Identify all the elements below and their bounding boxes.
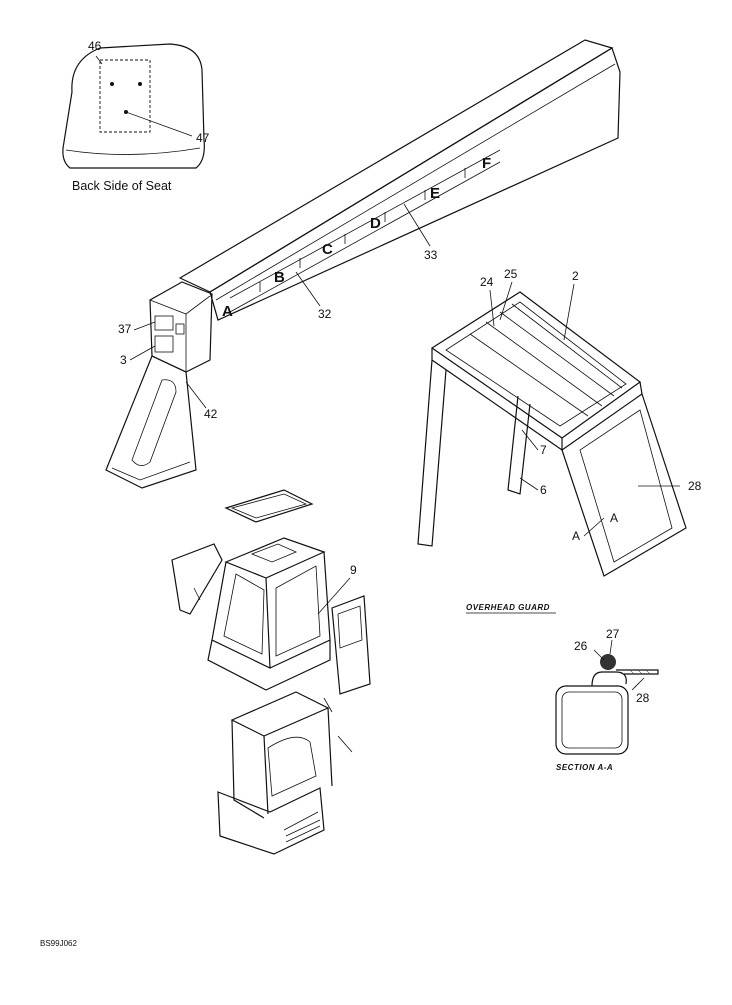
seat-caption: Back Side of Seat: [72, 179, 172, 193]
seat-back: [62, 43, 205, 169]
seat-panel: [99, 59, 151, 133]
boom-assembly: A B C D E F: [105, 39, 621, 489]
cab-assembly: [171, 537, 371, 855]
section-a-a: [555, 639, 659, 755]
seal-27: [600, 654, 616, 670]
decal-37: [154, 315, 174, 331]
guard-window: [579, 409, 673, 563]
callout-32: 32: [318, 307, 332, 321]
drawing-code: BS99J062: [40, 939, 77, 948]
boom-letter-d: D: [370, 215, 381, 232]
overhead-guard-caption: OVERHEAD GUARD: [466, 603, 550, 612]
callout-46: 46: [88, 39, 102, 53]
callout-37: 37: [118, 322, 132, 336]
section-caption: SECTION A-A: [556, 763, 613, 772]
section-mark-a-right: A: [610, 511, 618, 525]
callout-24: 24: [480, 275, 494, 289]
roof-window: [224, 489, 314, 523]
callout-2: 2: [572, 269, 579, 283]
callout-28: 28: [688, 479, 702, 493]
callout-6: 6: [540, 483, 547, 497]
callout-3: 3: [120, 353, 127, 367]
boom-letter-e: E: [430, 185, 440, 202]
callout-25: 25: [504, 267, 518, 281]
callout-26: 26: [574, 639, 588, 653]
boom-letter-c: C: [322, 241, 333, 258]
decal-3: [154, 335, 174, 353]
callout-9: 9: [350, 563, 357, 577]
callout-42: 42: [204, 407, 218, 421]
callout-7: 7: [540, 443, 547, 457]
callout-33: 33: [424, 248, 438, 262]
callout-28-section: 28: [636, 691, 650, 705]
callout-27: 27: [606, 627, 620, 641]
boom-letter-a: A: [222, 303, 233, 320]
boom-letter-f: F: [482, 155, 491, 172]
callout-47: 47: [196, 131, 210, 145]
arm-slot: [131, 379, 177, 466]
section-mark-a-left: A: [572, 529, 580, 543]
overhead-guard: [417, 291, 687, 577]
seat-fastener: [110, 82, 114, 86]
boom-letter-b: B: [274, 269, 285, 286]
seat-fastener: [138, 82, 142, 86]
